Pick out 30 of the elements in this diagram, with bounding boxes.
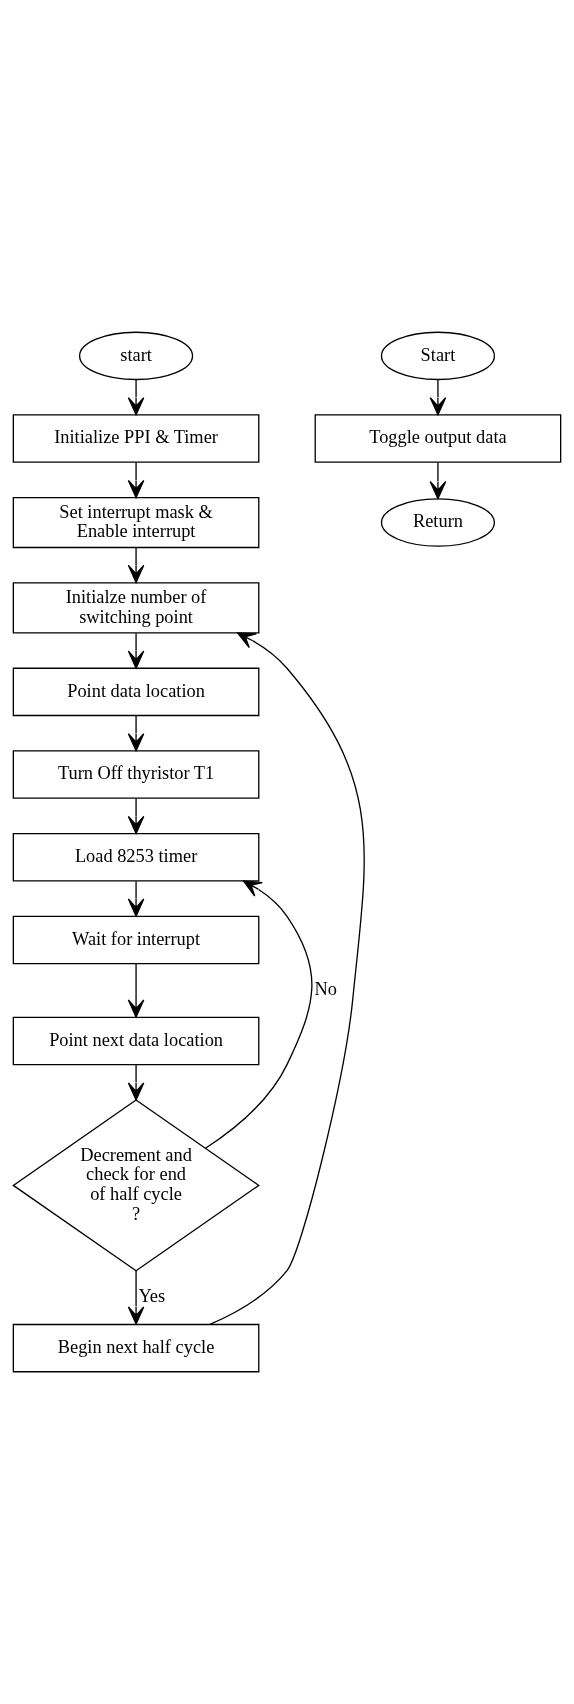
node-box: Toggle output data: [314, 414, 562, 463]
arrow: [127, 379, 145, 416]
node-box: Begin next half cycle: [12, 1323, 260, 1373]
arrow: [127, 880, 145, 917]
arrow: [127, 962, 145, 1018]
arrow: [209, 632, 365, 1325]
node-box: Initialze number of switching point: [12, 582, 260, 634]
arrow: [205, 880, 313, 1149]
node-box: Point data location: [12, 667, 260, 717]
node-box: Wait for interrupt: [12, 915, 260, 965]
arrow: [127, 632, 145, 669]
arrow: [127, 547, 145, 584]
arrow: [429, 461, 447, 500]
edge-label: No: [314, 979, 337, 1000]
arrow: [429, 379, 447, 416]
node-box: Point next data location: [12, 1016, 260, 1066]
node-box: Set interrupt mask & Enable interrupt: [12, 496, 260, 549]
node-diamond: Decrement and check for end of half cycle ?: [12, 1099, 260, 1272]
node-box: Initialize PPI & Timer: [12, 414, 260, 463]
node-box: Turn Off thyristor T1: [12, 750, 260, 799]
arrow: [127, 797, 145, 835]
node-box: Load 8253 timer: [12, 832, 260, 882]
node-ellipse: Start: [380, 331, 496, 381]
arrow: [127, 461, 145, 499]
edge-label: Yes: [138, 1286, 166, 1307]
node-ellipse: Return: [380, 498, 496, 547]
arrow: [127, 1270, 145, 1325]
node-ellipse: start: [78, 331, 194, 381]
arrow: [127, 1064, 145, 1101]
arrow: [127, 715, 145, 752]
